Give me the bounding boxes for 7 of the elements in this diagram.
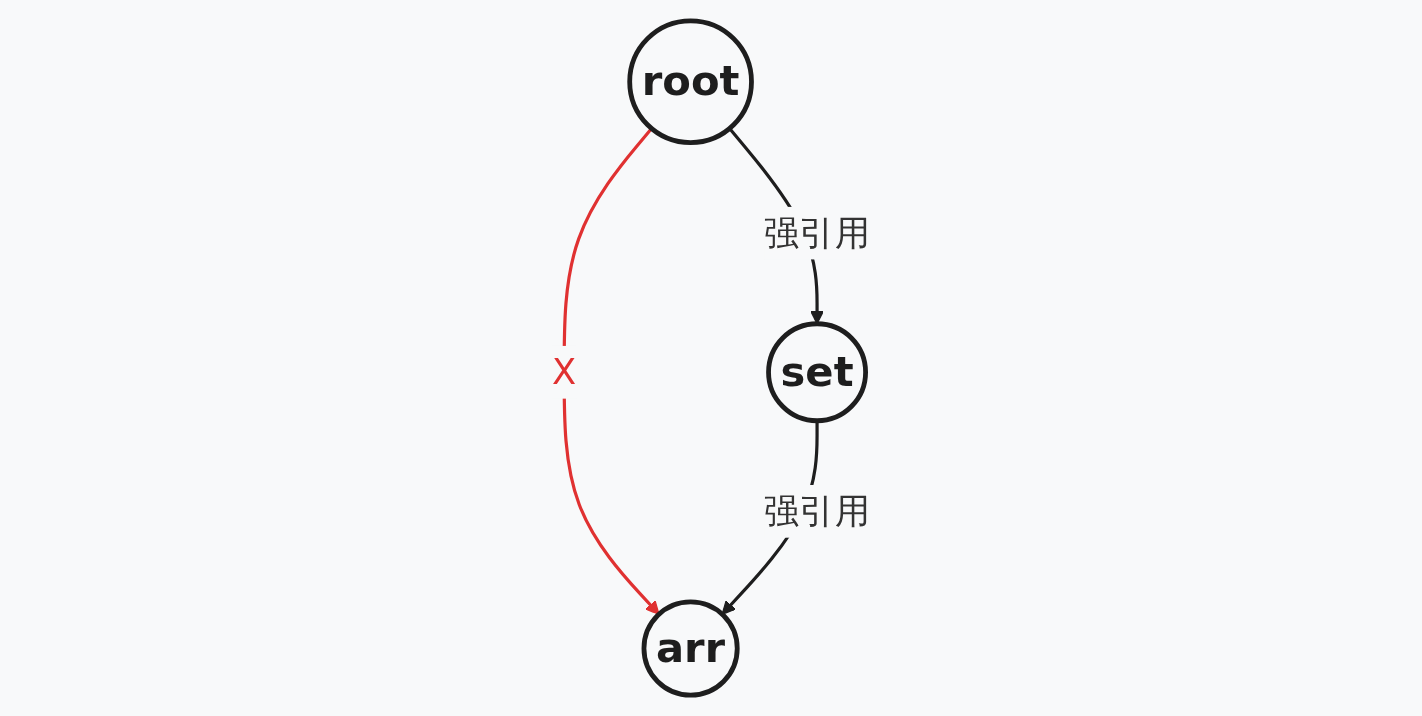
edge-label: 强引用 [764, 491, 870, 532]
arrow [562, 127, 660, 615]
edge-label: X [552, 352, 577, 393]
node-circle: set [766, 321, 868, 424]
node-circle: arr [641, 599, 740, 698]
node-circle: root [627, 18, 754, 145]
edge-label: 强引用 [764, 213, 870, 254]
